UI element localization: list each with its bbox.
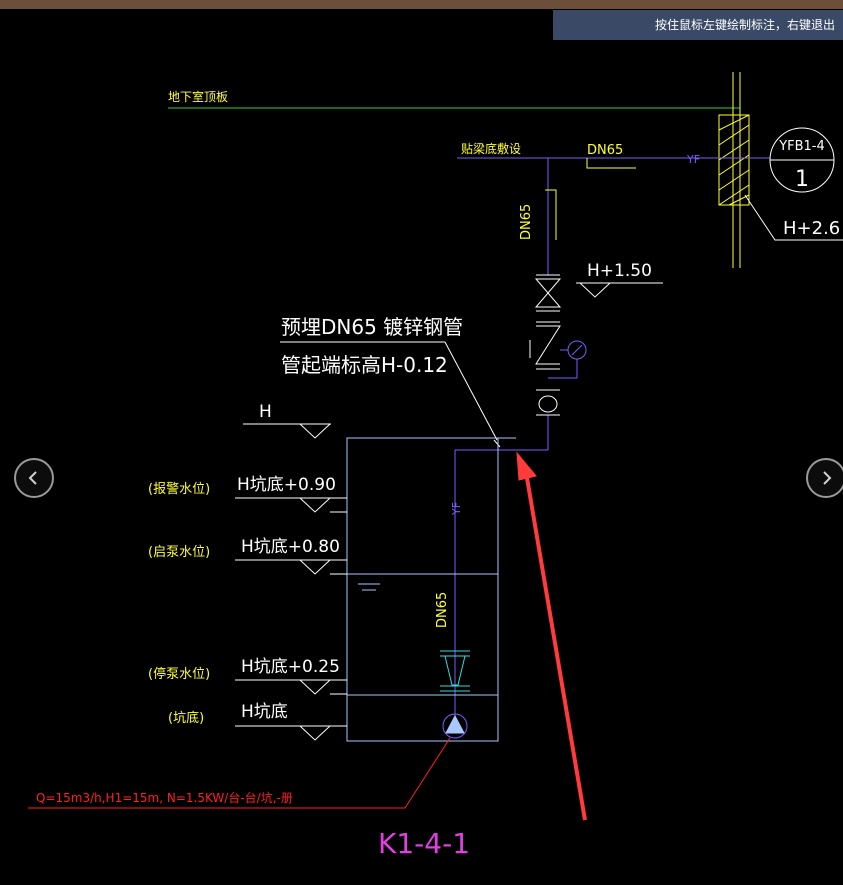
embed-note-line1: 预埋DN65 镀锌钢管	[281, 315, 463, 339]
alarm-level-label: (报警水位)	[148, 481, 210, 497]
wall-hatch	[718, 114, 750, 206]
pit-bottom-label: (坑底)	[168, 710, 204, 726]
window-top-strip	[0, 0, 843, 9]
pump-tag-bottom: 1	[795, 167, 809, 192]
dn65-horizontal-label: DN65	[587, 143, 623, 158]
dn65-h-leader	[586, 158, 636, 169]
level-h-symbol	[243, 423, 331, 439]
ceiling-laying-label: 贴梁底敷设	[461, 141, 521, 156]
dn65-pit-label: DN65	[435, 592, 450, 628]
yf-horizontal-label: YF	[686, 153, 700, 166]
next-button[interactable]	[806, 458, 843, 498]
dn65-v-leader	[545, 189, 557, 240]
level-valve-symbol	[576, 282, 663, 298]
pressure-gauge-icon	[548, 340, 587, 379]
gate-valve-icon	[534, 274, 562, 312]
status-hint: 按住鼠标左键绘制标注，右键退出	[553, 10, 843, 40]
submersible-pump-icon	[442, 713, 468, 739]
pump-spec-text: Q=15m3/h,H1=15m, N=1.5KW/台-台/坑,-册	[36, 790, 293, 805]
pump-tag-top: YFB1-4	[778, 139, 825, 154]
stop-level-symbol	[235, 679, 347, 695]
level-h-label: H	[259, 402, 272, 422]
stop-level-value: H坑底+0.25	[241, 657, 340, 677]
level-outlet-value: H+2.6	[783, 218, 840, 239]
foot-valve-icon	[440, 650, 470, 692]
embed-note-line2: 管起端标高H-0.12	[281, 353, 448, 377]
alarm-level-symbol	[235, 497, 347, 513]
level-valve-value: H+1.50	[587, 261, 652, 281]
annotation-arrow	[516, 451, 587, 821]
basement-roof-label: 地下室顶板	[168, 89, 228, 104]
chevron-right-icon	[823, 471, 832, 485]
sump-pit	[346, 437, 516, 742]
embed-note-leader	[280, 341, 501, 448]
start-level-symbol	[235, 559, 347, 575]
stop-level-label: (停泵水位)	[148, 666, 210, 682]
level-outlet-leader	[744, 194, 843, 241]
alarm-level-value: H坑底+0.90	[237, 475, 336, 495]
pump-spec-leader	[28, 737, 451, 809]
prev-button[interactable]	[14, 458, 54, 498]
pit-bottom-value: H坑底	[241, 702, 288, 722]
dn65-vertical-label: DN65	[519, 204, 534, 240]
start-level-label: (启泵水位)	[148, 545, 210, 560]
start-level-value: H坑底+0.80	[241, 537, 340, 557]
check-valve-icon	[535, 321, 561, 370]
pit-bottom-symbol	[235, 725, 347, 741]
diagram-id: K1-4-1	[378, 827, 470, 860]
chevron-left-icon	[28, 471, 37, 485]
flexible-joint-icon	[536, 389, 560, 416]
yf-vertical-label: YF	[450, 502, 463, 516]
